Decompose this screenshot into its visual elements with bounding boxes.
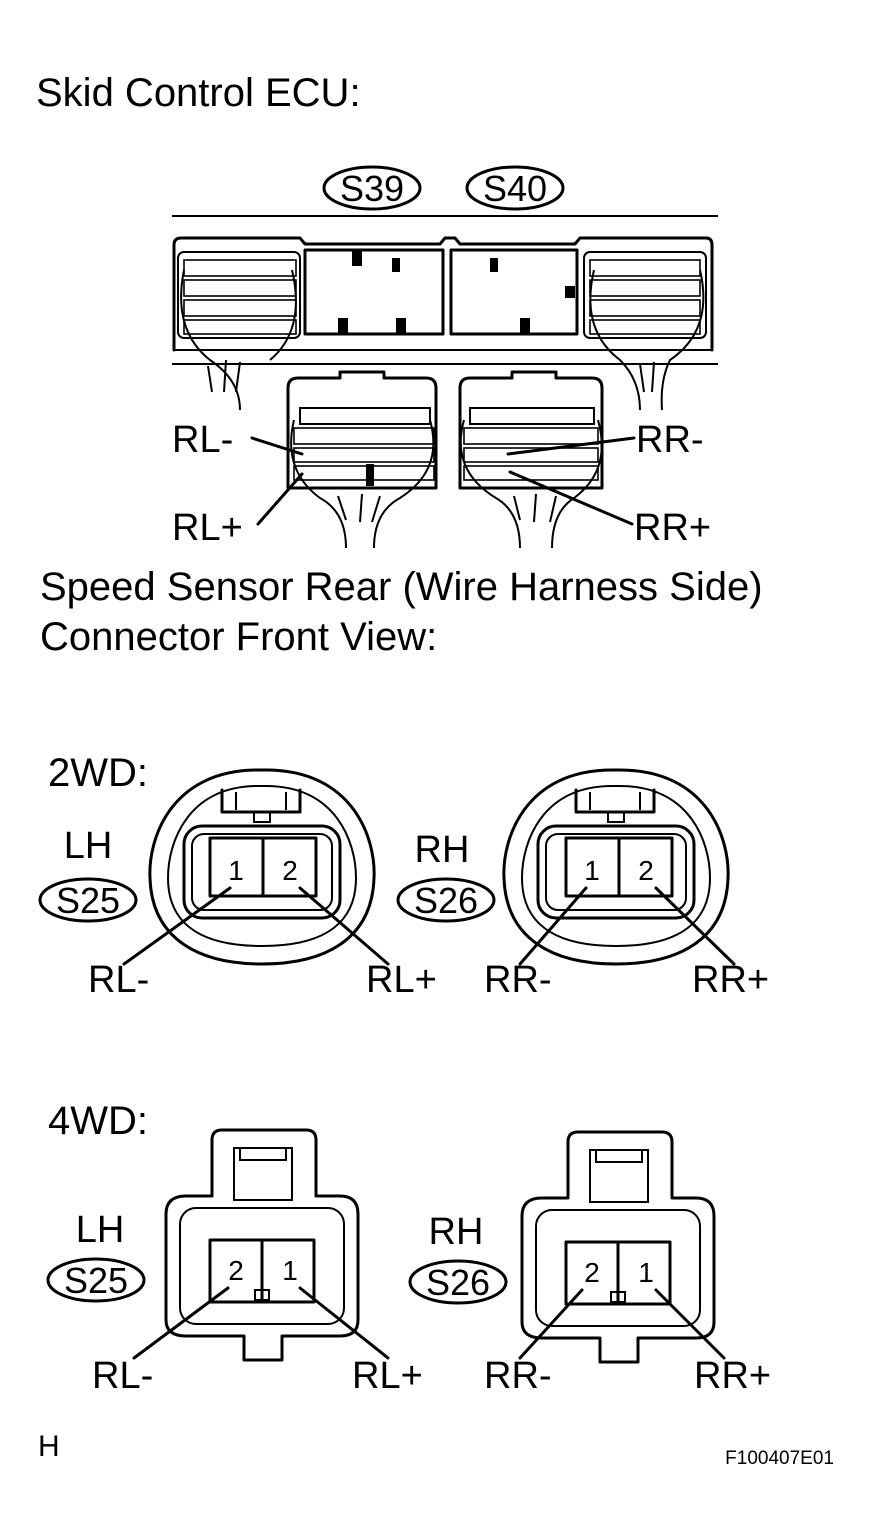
2wd-rh-pin-b: 2: [638, 855, 654, 886]
ecu-rr-minus-label: RR-: [636, 419, 704, 461]
s39-label: S39: [340, 168, 404, 209]
4wd-lh-connector-shape: [164, 1128, 360, 1362]
4wd-rh-connector: S26: [426, 1262, 490, 1303]
2wd-lh-pin-b: 2: [282, 855, 298, 886]
2wd-lh-label-b: RL+: [366, 959, 437, 1001]
4wd-lh-label-b: RL+: [352, 1355, 423, 1397]
4wd-rh-connector-shape: [520, 1130, 716, 1364]
2wd-heading: 2WD:: [48, 751, 148, 795]
4wd-rh-oval: [408, 1259, 508, 1305]
4wd-lh-connector: S25: [64, 1260, 128, 1301]
ecu-title: Skid Control ECU:: [36, 71, 361, 115]
2wd-lh-oval: [38, 877, 138, 923]
4wd-rh-side: RH: [429, 1211, 484, 1253]
ecu-rr-plus-label: RR+: [634, 507, 711, 549]
s40-oval: [465, 165, 565, 211]
4wd-lh-pin-a: 2: [228, 1255, 244, 1286]
ecu-rl-connector: [286, 370, 438, 549]
4wd-rh-label-a: RR-: [484, 1355, 552, 1397]
2wd-rh-connector-shape: [502, 768, 730, 966]
4wd-lh-pin-b: 1: [282, 1255, 298, 1286]
ecu-rr-connector: [458, 370, 604, 549]
2wd-rh-connector: S26: [414, 880, 478, 921]
4wd-lh-oval: [46, 1257, 146, 1303]
2wd-rh-pin-a: 1: [584, 855, 600, 886]
2wd-lh-connector-shape: [148, 768, 376, 966]
ecu-rl-plus-label: RL+: [172, 507, 243, 549]
2wd-lh-label-a: RL-: [88, 959, 149, 1001]
2wd-lh-side: LH: [64, 825, 113, 867]
2wd-rh-oval: [396, 877, 496, 923]
4wd-lh-label-a: RL-: [92, 1355, 153, 1397]
2wd-rh-label-b: RR+: [692, 959, 769, 1001]
ecu-rl-minus-label: RL-: [172, 419, 233, 461]
s39-oval: [322, 165, 422, 211]
ecu-body: [172, 215, 718, 411]
sensor-title-line2: Connector Front View:: [40, 615, 437, 659]
s40-label: S40: [483, 168, 547, 209]
2wd-lh-pin-a: 1: [228, 855, 244, 886]
4wd-lh-side: LH: [76, 1209, 125, 1251]
footer-letter: H: [38, 1430, 60, 1463]
4wd-heading: 4WD:: [48, 1099, 148, 1143]
2wd-rh-label-a: RR-: [484, 959, 552, 1001]
figure-id: F100407E01: [725, 1448, 834, 1469]
4wd-rh-label-b: RR+: [694, 1355, 771, 1397]
sensor-title-line1: Speed Sensor Rear (Wire Harness Side): [40, 565, 763, 609]
2wd-lh-connector: S25: [56, 880, 120, 921]
4wd-rh-pin-a: 2: [584, 1257, 600, 1288]
2wd-rh-side: RH: [415, 829, 470, 871]
4wd-rh-pin-b: 1: [638, 1257, 654, 1288]
